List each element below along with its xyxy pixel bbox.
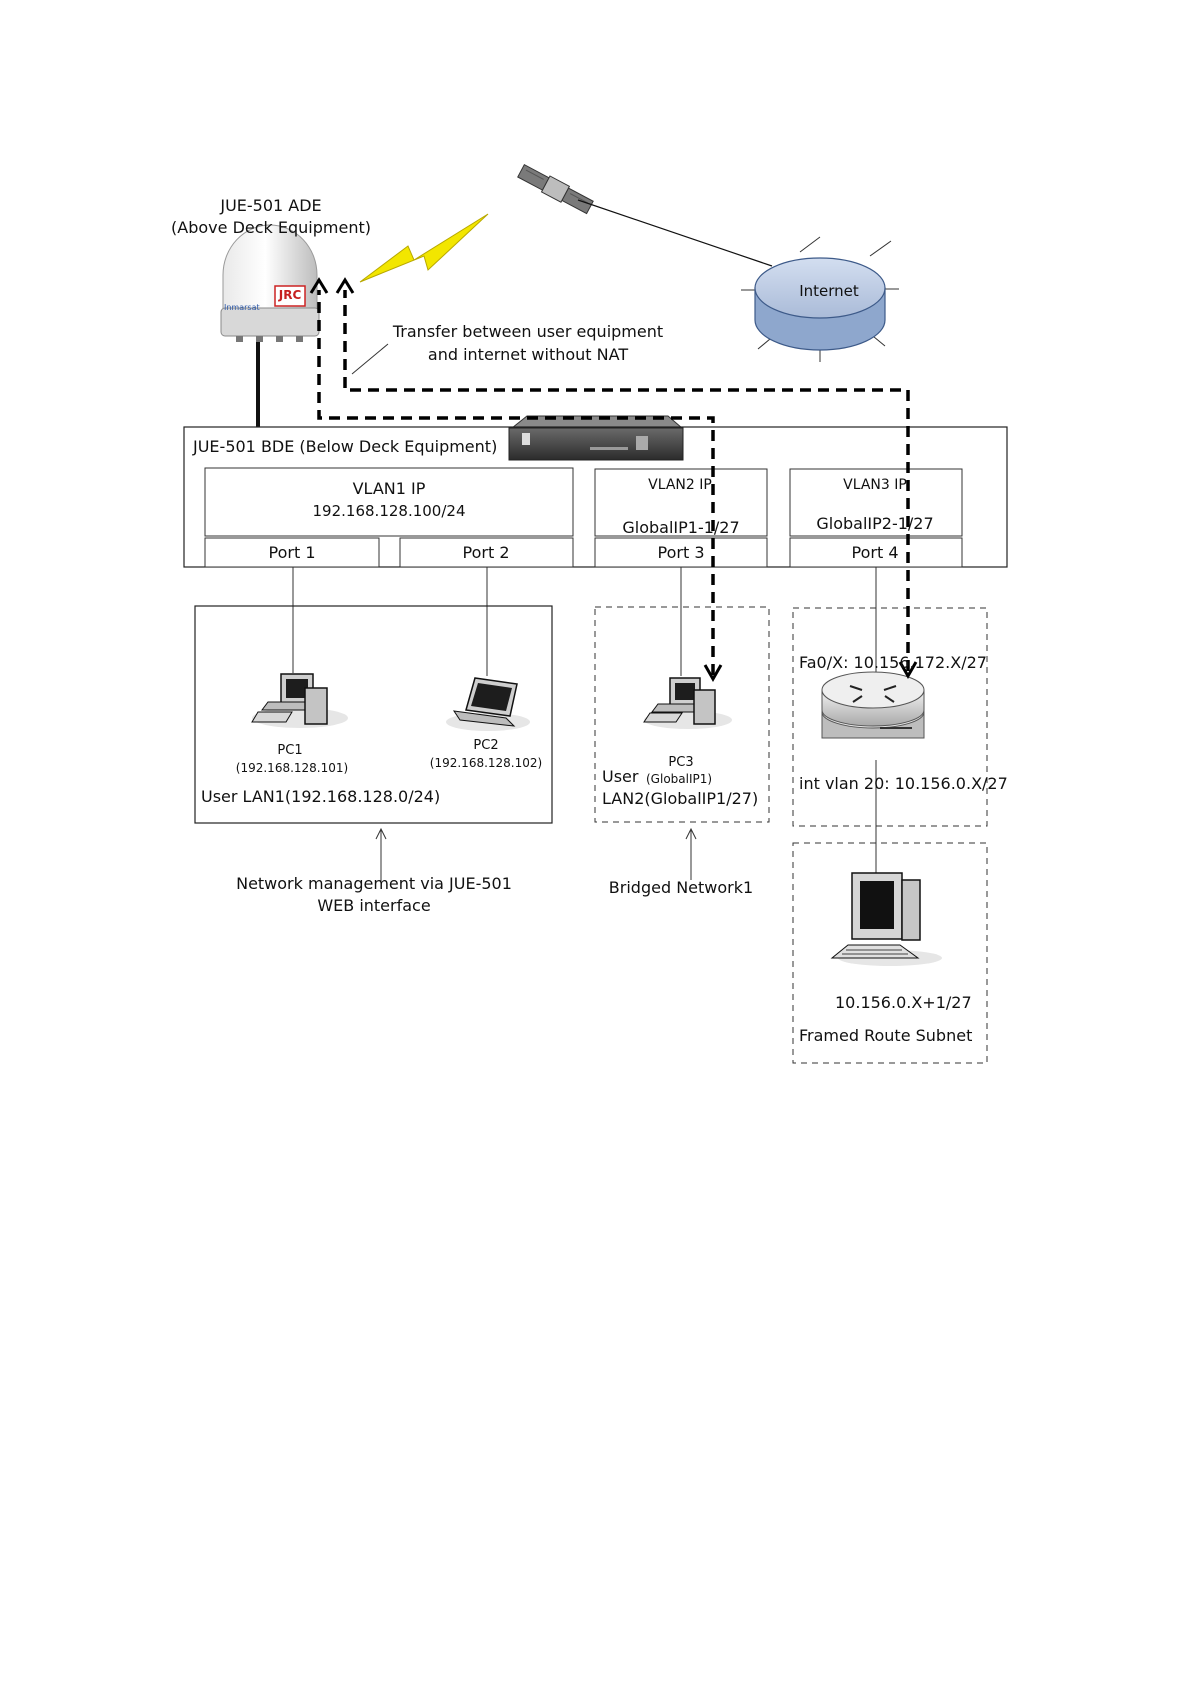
bridged-arrow [685, 827, 697, 880]
ade-brand-logo: JRC [278, 288, 302, 302]
route-pc3-arrowhead-down [703, 664, 723, 683]
router-fa-label: Fa0/X: 10.156.172.X/27 [799, 653, 987, 672]
pc3-name: PC3 [668, 755, 694, 770]
mgmt-caption-line1: Network management via JUE-501 [236, 874, 512, 893]
port1-label: Port 1 [268, 543, 316, 562]
lan2-label-line2: LAN2(GlobalIP1/27) [602, 789, 759, 808]
vlan1-title: VLAN1 IP [352, 479, 426, 498]
pc2-name: PC2 [473, 738, 499, 753]
transfer-note-line2: and internet without NAT [427, 345, 629, 364]
pc1-ip: (192.168.128.101) [235, 761, 349, 775]
framed-pc-icon [830, 872, 942, 966]
vlan3-title: VLAN3 IP [843, 477, 907, 493]
port3-label: Port 3 [657, 543, 705, 562]
route-router-dashed [343, 290, 910, 671]
vlan2-ip: GlobalIP1-1/27 [622, 518, 740, 537]
pc2-ip: (192.168.128.102) [429, 756, 543, 770]
internet-label: Internet [799, 282, 859, 300]
pc2-icon [446, 677, 530, 731]
route-pc3-arrowhead-up [309, 277, 329, 294]
ade-dome-icon [220, 224, 320, 342]
framed-label: Framed Route Subnet [799, 1026, 973, 1045]
route-pc3-dashed [317, 290, 715, 675]
mgmt-arrow [375, 827, 387, 881]
transfer-note-pointer [351, 343, 389, 375]
framed-pc-ip: 10.156.0.X+1/27 [835, 993, 972, 1012]
mgmt-caption-line2: WEB interface [317, 896, 431, 915]
router-box [792, 607, 988, 827]
ade-subtitle: (Above Deck Equipment) [171, 218, 371, 237]
vlan1-ip: 192.168.128.100/24 [312, 502, 466, 520]
bde-title: JUE-501 BDE (Below Deck Equipment) [193, 437, 498, 456]
ade-title: JUE-501 ADE [220, 196, 322, 215]
vlan1-box [204, 467, 574, 537]
route-router-arrowhead-down [898, 661, 918, 680]
route-router-arrowhead-up [335, 277, 355, 294]
vlan2-title: VLAN2 IP [648, 477, 712, 493]
vlan2-box [594, 468, 768, 537]
port2-label: Port 2 [462, 543, 510, 562]
pc3-ip: (GlobalIP1) [646, 772, 713, 786]
port1-box [204, 537, 380, 568]
vlan3-ip: GlobalIP2-1/27 [816, 514, 934, 533]
lan1-label: User LAN1(192.168.128.0/24) [201, 787, 441, 806]
port2-box [399, 537, 574, 568]
bridged-caption: Bridged Network1 [608, 878, 754, 897]
transfer-note-line1: Transfer between user equipment [392, 322, 664, 341]
port3-box [594, 537, 768, 568]
lightning-icon [359, 213, 489, 283]
satellite-link-line [577, 199, 773, 267]
port4-label: Port 4 [851, 543, 899, 562]
ade-dome-text: Inmarsat [224, 303, 260, 312]
vlan3-box [789, 468, 963, 537]
internet-cloud-icon [741, 236, 899, 362]
lan2-box [594, 606, 770, 823]
satellite-icon [517, 163, 594, 215]
pc3-icon [643, 677, 732, 729]
pc1-name: PC1 [277, 743, 303, 758]
lan2-label-line1: User [602, 767, 639, 786]
framed-box [792, 842, 988, 1064]
lan1-box [194, 605, 553, 824]
bde-device-icon [508, 415, 684, 461]
router-icon [821, 671, 925, 739]
pc1-icon [251, 673, 348, 728]
router-vlan-label: int vlan 20: 10.156.0.X/27 [799, 774, 1008, 793]
